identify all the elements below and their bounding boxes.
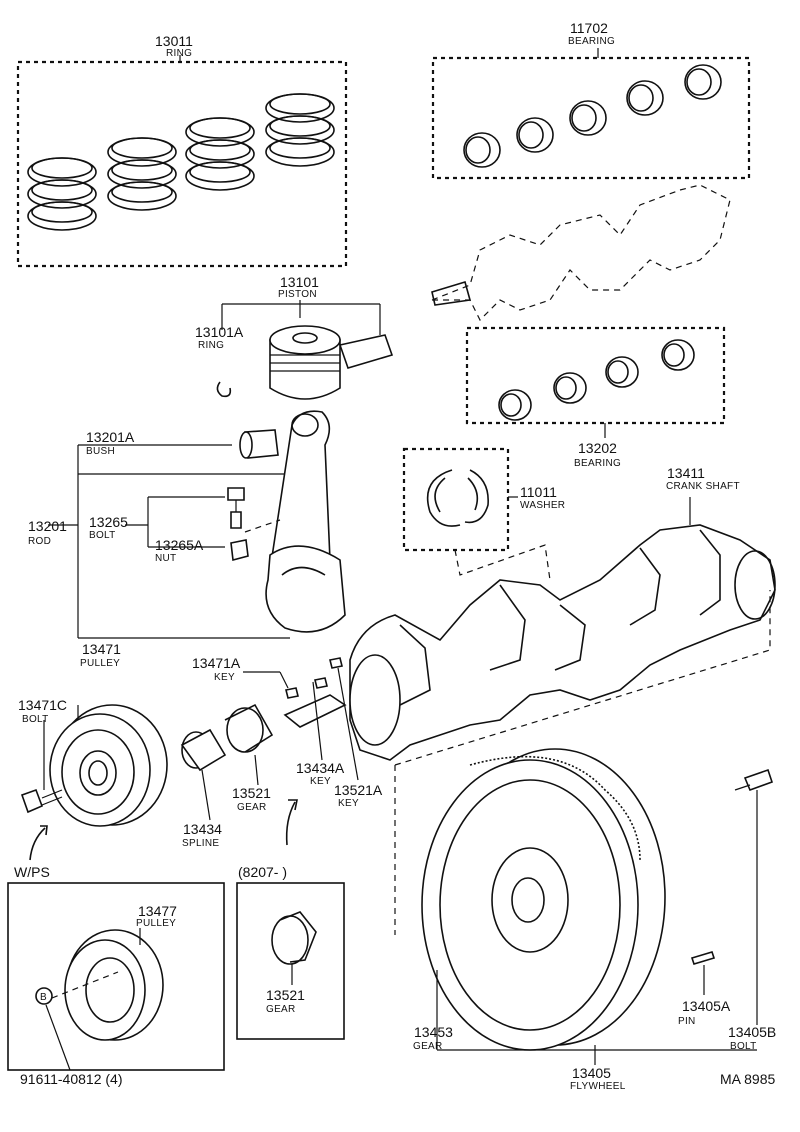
label-13405A-name: PIN bbox=[678, 1016, 696, 1027]
label-13011-number: 13011 bbox=[155, 33, 193, 49]
label-13471-number: 13471 bbox=[82, 641, 121, 657]
figure-code: MA 8985 bbox=[720, 1071, 775, 1087]
label-13521b-name: GEAR bbox=[266, 1004, 296, 1015]
wps-note: W/PS bbox=[14, 864, 50, 880]
label-13101A-name: RING bbox=[198, 340, 224, 351]
crank-pulley-assembly: 13471 PULLEY 13471A KEY 13471C BOLT 1343… bbox=[18, 641, 383, 849]
label-11702-number: 11702 bbox=[570, 20, 608, 36]
label-13405B-name: BOLT bbox=[730, 1041, 757, 1052]
label-13101A-number: 13101A bbox=[195, 324, 244, 340]
piston-ring-set: 13011 RING bbox=[16, 33, 348, 268]
label-13471A-name: KEY bbox=[214, 672, 235, 683]
label-13477-name: PULLEY bbox=[136, 918, 176, 929]
label-13265-number: 13265 bbox=[89, 514, 128, 530]
label-13405-number: 13405 bbox=[572, 1065, 611, 1081]
wps-pulley-inset: W/PS B 13477 PULLEY 91611-40812 (4) bbox=[7, 825, 225, 1087]
label-13453-number: 13453 bbox=[414, 1024, 453, 1040]
label-13471C-name: BOLT bbox=[22, 714, 49, 725]
gear-inset-box bbox=[236, 882, 345, 1040]
label-13405A-number: 13405A bbox=[682, 998, 731, 1014]
label-13201-number: 13201 bbox=[28, 518, 67, 534]
connecting-rod-assembly: 13201A BUSH 13201 ROD 13265 BOLT 13265A … bbox=[28, 410, 346, 639]
piston-assembly: 13101 PISTON 13101A RING bbox=[195, 274, 394, 400]
main-bearing-dashed-box bbox=[431, 56, 751, 180]
label-13405-name: FLYWHEEL bbox=[570, 1081, 626, 1092]
label-13101-name: PISTON bbox=[278, 289, 317, 300]
label-13471C-number: 13471C bbox=[18, 697, 67, 713]
label-13434A-name: KEY bbox=[310, 776, 331, 787]
label-13453-name: GEAR bbox=[413, 1041, 443, 1052]
label-13202-number: 13202 bbox=[578, 440, 617, 456]
label-13434-name: SPLINE bbox=[182, 838, 219, 849]
label-13201A-name: BUSH bbox=[86, 446, 115, 457]
rod-bearing-dashed-box bbox=[465, 326, 726, 425]
label-13521-name: GEAR bbox=[237, 802, 267, 813]
label-11011-name: WASHER bbox=[520, 500, 565, 511]
circle-b-label: B bbox=[40, 992, 47, 1003]
alignment-dashed-line bbox=[394, 590, 771, 935]
label-91611-number: 91611-40812 (4) bbox=[20, 1071, 122, 1087]
label-13265A-name: NUT bbox=[155, 553, 176, 564]
label-11702-name: BEARING bbox=[568, 36, 615, 47]
label-13471-name: PULLEY bbox=[80, 658, 120, 669]
label-13201A-number: 13201A bbox=[86, 429, 135, 445]
label-13201-name: ROD bbox=[28, 536, 51, 547]
label-13521b-number: 13521 bbox=[266, 987, 305, 1003]
label-13434-number: 13434 bbox=[183, 821, 222, 837]
label-13521-number: 13521 bbox=[232, 785, 271, 801]
label-13521A-name: KEY bbox=[338, 798, 359, 809]
label-13405B-number: 13405B bbox=[728, 1024, 776, 1040]
label-13477-number: 13477 bbox=[138, 903, 177, 919]
washer-dashed-box bbox=[402, 447, 510, 552]
label-11011-number: 11011 bbox=[520, 484, 557, 500]
label-13411-name: CRANK SHAFT bbox=[666, 481, 740, 492]
flywheel-assembly: 13453 GEAR 13405 FLYWHEEL 13405A PIN 134… bbox=[413, 748, 776, 1092]
label-13265A-number: 13265A bbox=[155, 537, 204, 553]
label-13471A-number: 13471A bbox=[192, 655, 241, 671]
crankshaft: 13411 CRANK SHAFT bbox=[283, 465, 776, 761]
label-13202-name: BEARING bbox=[574, 458, 621, 469]
label-13265-name: BOLT bbox=[89, 530, 116, 541]
rod-bearing-set: 13202 BEARING bbox=[465, 326, 726, 469]
date-range-note: (8207- ) bbox=[238, 864, 287, 880]
thrust-washer-set: 11011 WASHER bbox=[402, 447, 565, 581]
wps-inset-box bbox=[7, 882, 225, 1071]
label-13011-name: RING bbox=[166, 48, 192, 59]
label-13411-number: 13411 bbox=[667, 465, 705, 481]
ring-set-dashed-box bbox=[16, 60, 348, 268]
label-13101-number: 13101 bbox=[280, 274, 319, 290]
main-bearing-set: 11702 BEARING bbox=[431, 20, 751, 180]
gear-inset: (8207- ) 13521 GEAR bbox=[236, 864, 345, 1040]
label-13434A-number: 13434A bbox=[296, 760, 345, 776]
label-13521A-number: 13521A bbox=[334, 782, 383, 798]
crankshaft-upper-sketch bbox=[431, 184, 731, 322]
circle-b-marker bbox=[35, 987, 53, 1005]
